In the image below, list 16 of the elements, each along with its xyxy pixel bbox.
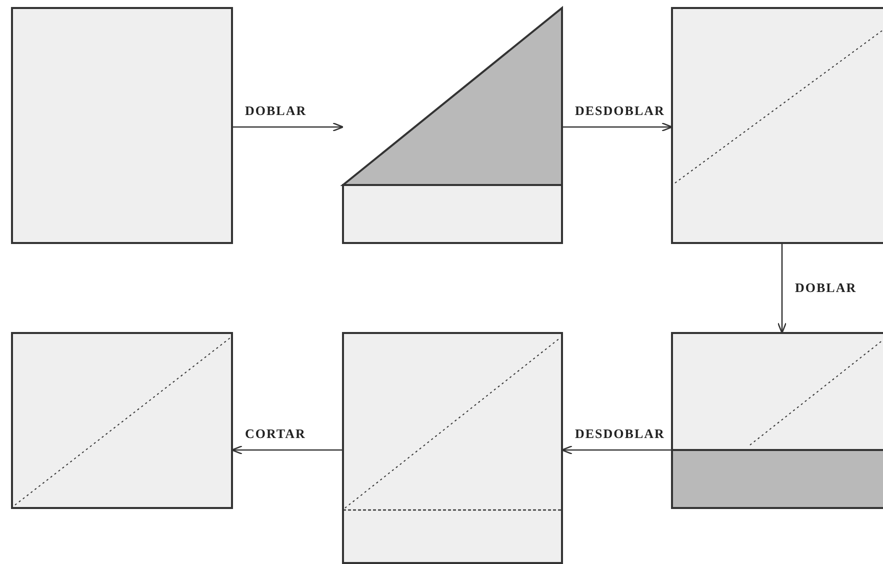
arrow <box>233 122 344 132</box>
paper-drawing <box>343 8 562 243</box>
edge-label: DOBLAR <box>795 280 857 295</box>
paper-drawing <box>12 333 232 508</box>
arrow <box>561 445 671 455</box>
arrow <box>777 244 787 334</box>
edge-label: DESDOBLAR <box>575 103 665 118</box>
edge-label: DESDOBLAR <box>575 426 665 441</box>
paper-drawing <box>672 8 883 243</box>
arrow <box>563 122 673 132</box>
edge-label: DOBLAR <box>245 103 307 118</box>
paper-drawing <box>343 333 562 563</box>
paper-drawing <box>672 333 883 508</box>
edge-label: CORTAR <box>245 426 306 441</box>
paper-drawing <box>12 8 232 243</box>
arrow <box>231 445 342 455</box>
